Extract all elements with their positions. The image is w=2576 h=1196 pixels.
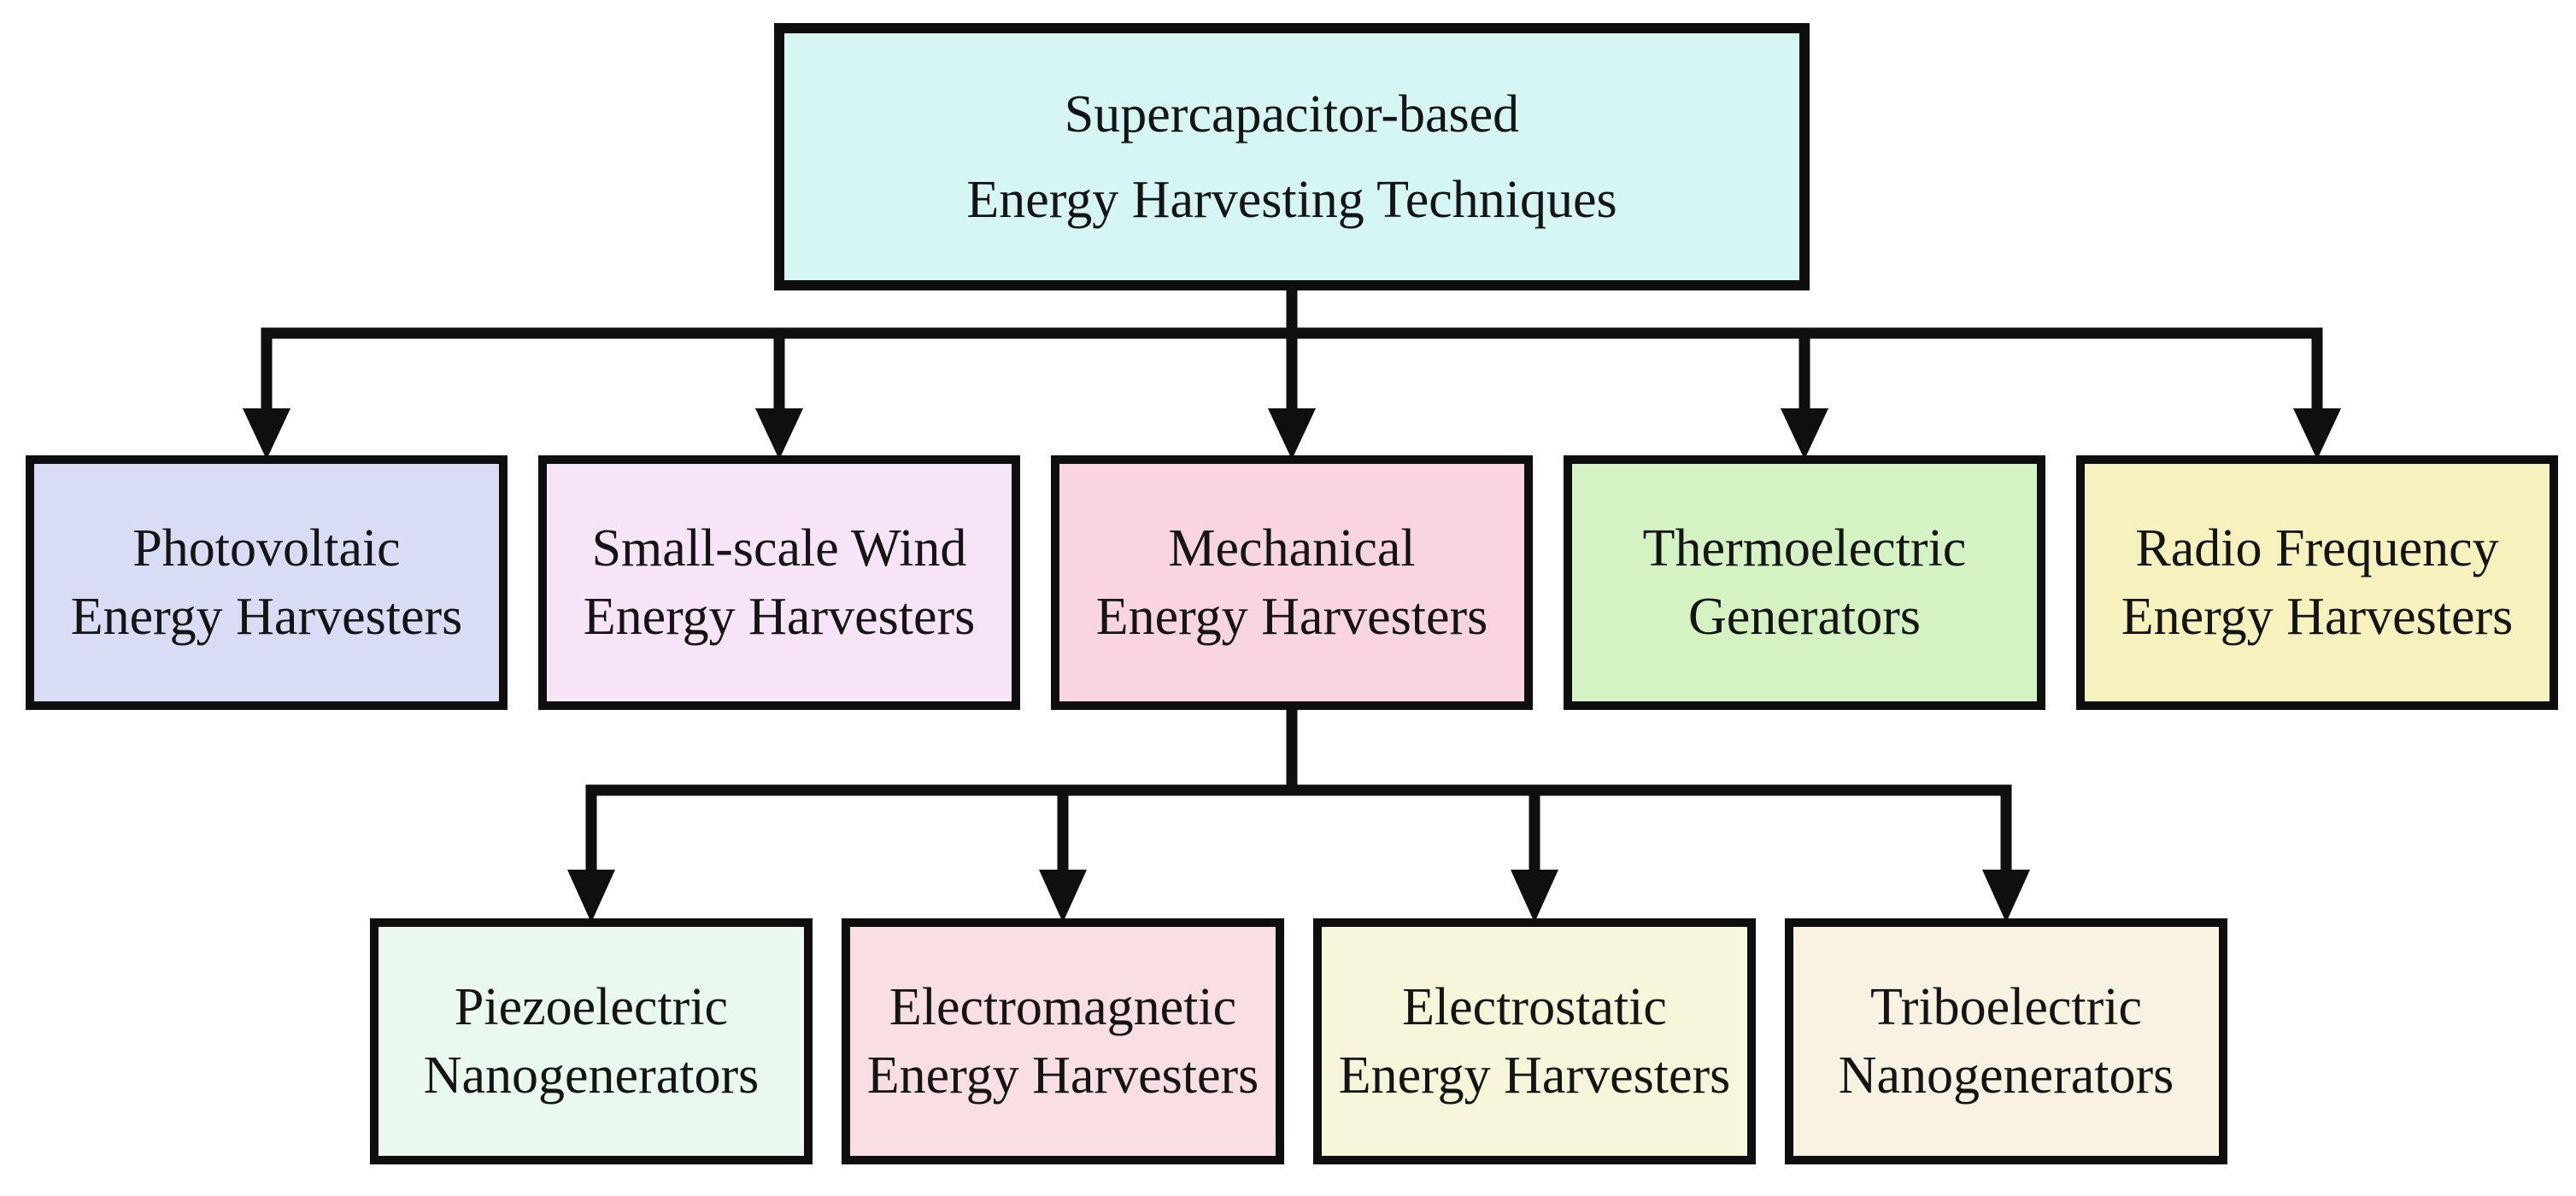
node-label: Radio Frequency Energy Harvesters — [2121, 514, 2514, 651]
node-label: Thermoelectric Generators — [1643, 514, 1967, 651]
connector-mechanical-to-level3 — [585, 706, 2012, 875]
connector-root-arrowheads — [243, 408, 2341, 460]
node-label-line1: Small-scale Wind — [591, 519, 967, 577]
node-label-line1: Electromagnetic — [889, 978, 1237, 1036]
node-label: Small-scale Wind Energy Harvesters — [584, 514, 976, 651]
arrowhead-down-icon — [243, 408, 290, 460]
node-label-line2: Energy Harvesting Techniques — [966, 170, 1617, 229]
node-label-line1: Supercapacitor-based — [1064, 85, 1520, 144]
node-label-line2: Energy Harvesters — [70, 588, 463, 646]
node-photovoltaic: Photovoltaic Energy Harvesters — [26, 455, 508, 710]
node-label-line2: Energy Harvesters — [2121, 588, 2514, 646]
node-supercapacitor-root: Supercapacitor-based Energy Harvesting T… — [774, 23, 1810, 290]
node-label-line1: Triboelectric — [1870, 978, 2142, 1036]
node-label: Photovoltaic Energy Harvesters — [71, 514, 463, 651]
node-label: Supercapacitor-based Energy Harvesting T… — [966, 72, 1617, 243]
node-label: Triboelectric Nanogenerators — [1839, 973, 2174, 1110]
node-label-line1: Photovoltaic — [132, 519, 401, 577]
connector-root-to-level2 — [261, 285, 2323, 413]
node-label-line2: Energy Harvesters — [1095, 588, 1488, 646]
node-label-line2: Nanogenerators — [423, 1046, 760, 1105]
node-electromagnetic: Electromagnetic Energy Harvesters — [842, 918, 1284, 1164]
node-label: Piezoelectric Nanogenerators — [424, 973, 760, 1110]
node-label: Mechanical Energy Harvesters — [1096, 514, 1488, 651]
node-small-scale-wind: Small-scale Wind Energy Harvesters — [538, 455, 1020, 710]
arrowhead-down-icon — [1511, 870, 1558, 923]
connector-mechanical-arrowheads — [567, 870, 2030, 923]
arrowhead-down-icon — [1039, 870, 1087, 923]
node-label-line2: Generators — [1688, 588, 1921, 646]
node-label-line2: Energy Harvesters — [583, 588, 976, 646]
node-label-line1: Piezoelectric — [454, 978, 729, 1036]
node-label-line1: Thermoelectric — [1642, 519, 1967, 577]
node-label-line2: Nanogenerators — [1838, 1046, 2174, 1105]
node-label-line1: Mechanical — [1168, 519, 1416, 577]
node-label-line2: Energy Harvesters — [1338, 1046, 1731, 1105]
arrowhead-down-icon — [1268, 408, 1316, 460]
arrowhead-down-icon — [755, 408, 803, 460]
node-electrostatic: Electrostatic Energy Harvesters — [1313, 918, 1756, 1164]
node-label-line1: Radio Frequency — [2135, 519, 2499, 577]
arrowhead-down-icon — [1982, 870, 2030, 923]
node-thermoelectric: Thermoelectric Generators — [1564, 455, 2045, 710]
node-label: Electromagnetic Energy Harvesters — [867, 973, 1259, 1110]
node-label: Electrostatic Energy Harvesters — [1339, 973, 1731, 1110]
node-label-line2: Energy Harvesters — [866, 1046, 1259, 1105]
node-radio-frequency: Radio Frequency Energy Harvesters — [2076, 455, 2558, 710]
arrowhead-down-icon — [1781, 408, 1828, 460]
arrowhead-down-icon — [567, 870, 615, 923]
node-triboelectric: Triboelectric Nanogenerators — [1785, 918, 2227, 1164]
node-piezoelectric: Piezoelectric Nanogenerators — [370, 918, 813, 1164]
arrowhead-down-icon — [2293, 408, 2341, 460]
node-label-line1: Electrostatic — [1402, 978, 1667, 1036]
node-mechanical: Mechanical Energy Harvesters — [1051, 455, 1533, 710]
